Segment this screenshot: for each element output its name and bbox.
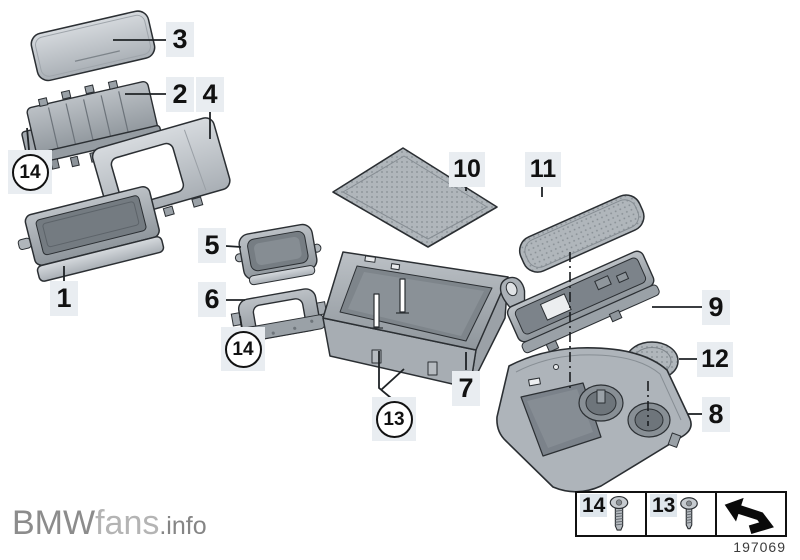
bmwfans-logo[interactable]: BMWfans.info bbox=[12, 504, 207, 543]
callout-14-center[interactable]: 14 bbox=[221, 327, 265, 371]
screw-icon bbox=[680, 497, 699, 530]
callout-8[interactable]: 8 bbox=[702, 397, 730, 432]
callout-13-circle: 13 bbox=[375, 400, 413, 438]
logo-text-bmw: BMW bbox=[12, 504, 96, 542]
callout-14-left[interactable]: 14 bbox=[8, 150, 52, 194]
legend-label-13: 13 bbox=[650, 494, 678, 517]
part-7-storage-compartment bbox=[322, 251, 509, 389]
callout-6[interactable]: 6 bbox=[198, 282, 226, 317]
part-8-cupholder-console bbox=[496, 347, 692, 493]
part-9-carrier-tray bbox=[499, 250, 660, 354]
callout-12[interactable]: 12 bbox=[697, 342, 733, 377]
legend-arrow-cell[interactable] bbox=[717, 493, 785, 535]
legend-label-14: 14 bbox=[580, 494, 608, 517]
legend-item-14[interactable]: 14 bbox=[577, 493, 647, 535]
callout-11[interactable]: 11 bbox=[525, 152, 561, 187]
diagram-number: 197069 bbox=[733, 539, 786, 555]
part-11-rear-mat bbox=[518, 194, 645, 273]
screw-icon bbox=[610, 495, 629, 531]
fasteners-legend: 14 13 bbox=[575, 491, 787, 537]
callout-9[interactable]: 9 bbox=[702, 290, 730, 325]
part-3-armrest-lid bbox=[30, 10, 156, 82]
callout-pointer-lines bbox=[26, 39, 702, 415]
screw-pin-icons bbox=[370, 278, 409, 329]
callout-14-circle: 14 bbox=[224, 330, 262, 368]
callout-13[interactable]: 13 bbox=[372, 397, 416, 441]
legend-item-13[interactable]: 13 bbox=[647, 493, 717, 535]
assembly-axis-lines bbox=[569, 252, 649, 426]
logo-text-info: .info bbox=[159, 512, 207, 540]
part-1-storage-tray bbox=[17, 185, 165, 282]
callout-1[interactable]: 1 bbox=[50, 281, 78, 316]
logo-text-fans: fans bbox=[95, 504, 160, 542]
callout-4[interactable]: 4 bbox=[196, 77, 224, 112]
part-5-oddments-box bbox=[234, 223, 322, 286]
continuation-arrow-icon bbox=[724, 497, 774, 534]
callout-14-circle: 14 bbox=[11, 153, 49, 191]
callout-3[interactable]: 3 bbox=[166, 22, 194, 57]
callout-5[interactable]: 5 bbox=[198, 228, 226, 263]
callout-7[interactable]: 7 bbox=[452, 371, 480, 406]
callout-10[interactable]: 10 bbox=[449, 152, 485, 187]
callout-2[interactable]: 2 bbox=[166, 77, 194, 112]
